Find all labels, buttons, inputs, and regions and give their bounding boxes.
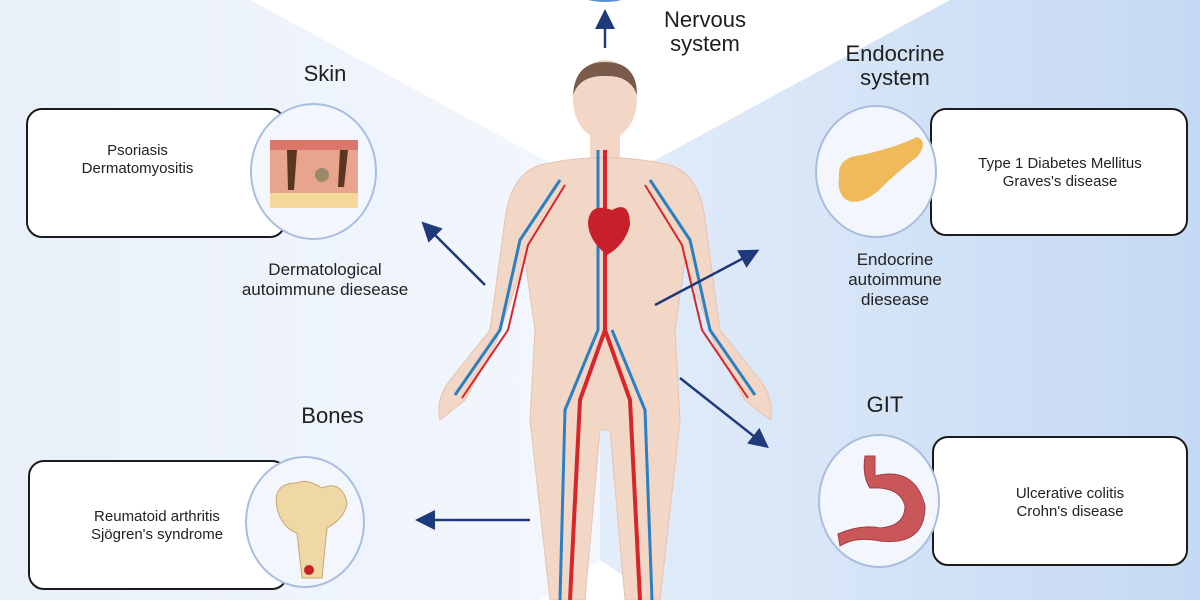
- disease-psoriasis: Psoriasis: [107, 142, 168, 159]
- skin-illustration: [250, 103, 377, 240]
- arrow-to-git: [679, 377, 769, 449]
- skin-disease-list: Psoriasis Dermatomyositis: [40, 142, 235, 178]
- human-body-figure: [438, 60, 772, 600]
- disease-graves: Graves's disease: [1002, 173, 1118, 190]
- skin-title: Skin: [303, 61, 347, 86]
- bones-disease-list: Reumatoid arthritis Sjögren's syndrome: [42, 508, 272, 544]
- git-disease-box: [932, 436, 1188, 566]
- disease-crohns: Crohn's disease: [1016, 503, 1124, 520]
- disease-type1-diabetes: Type 1 Diabetes Mellitus: [978, 155, 1142, 172]
- bone-illustration: [245, 456, 365, 588]
- git-disease-list: Ulcerative colitis Crohn's disease: [965, 485, 1175, 521]
- brain-icon-partial: [588, 0, 622, 2]
- bones-title: Bones: [301, 403, 364, 428]
- endocrine-category-label: Endocrine autoimmune diesease: [848, 250, 942, 309]
- disease-ulcerative-colitis: Ulcerative colitis: [1015, 485, 1125, 502]
- arrow-to-endocrine: [654, 249, 760, 307]
- bones-disease-box: [28, 460, 288, 590]
- disease-sjogren: Sjögren's syndrome: [90, 526, 224, 543]
- skin-category-label: Dermatological autoimmune diesease: [241, 260, 409, 299]
- endocrine-disease-box: [930, 108, 1188, 236]
- pancreas-illustration: [815, 105, 937, 238]
- skin-disease-box: [26, 108, 286, 238]
- git-title: GIT: [866, 392, 904, 417]
- arrow-to-skin: [421, 221, 486, 286]
- endocrine-system-title: Endocrine system: [845, 41, 945, 90]
- nervous-system-title: Nervous system: [664, 7, 746, 56]
- stomach-illustration: [818, 434, 940, 568]
- endocrine-disease-list: Type 1 Diabetes Mellitus Graves's diseas…: [950, 155, 1170, 191]
- disease-dermatomyositis: Dermatomyositis: [81, 160, 194, 177]
- disease-rheumatoid-arthritis: Reumatoid arthritis: [94, 508, 220, 525]
- heart-icon: [588, 207, 630, 255]
